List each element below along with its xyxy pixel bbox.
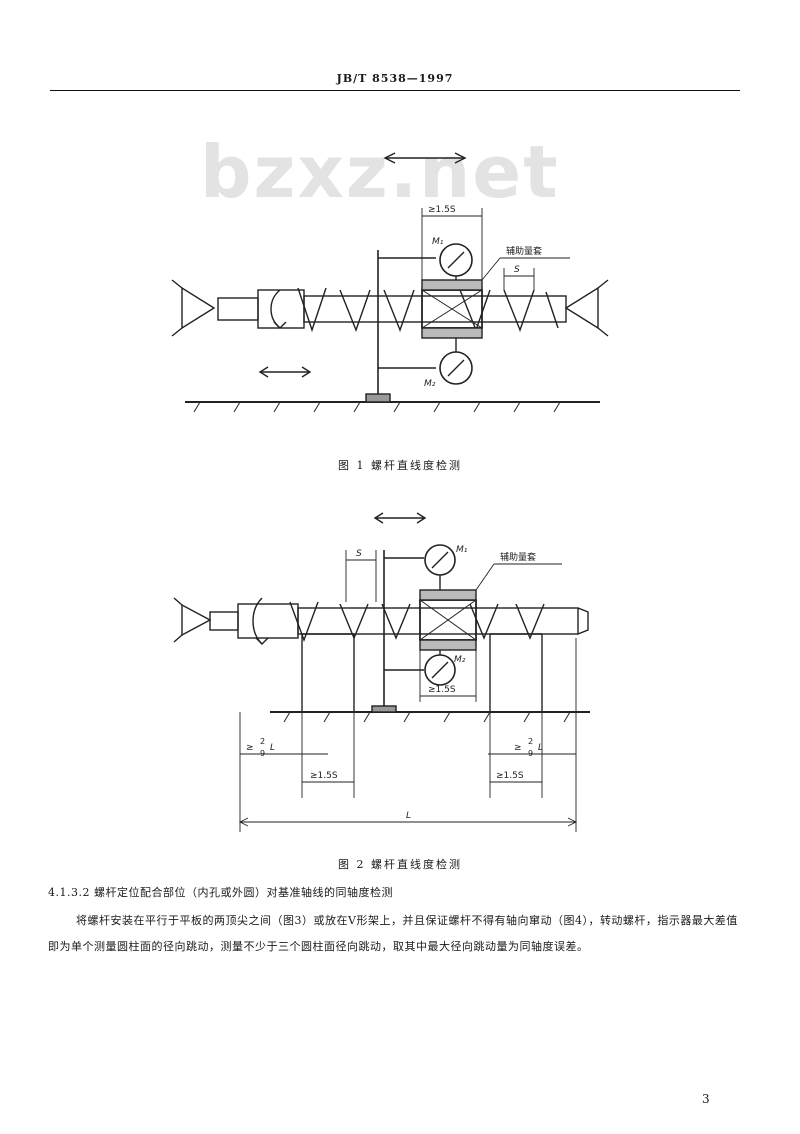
standard-number: JB/T 8538—1997 bbox=[336, 72, 454, 85]
fig1-s-label: S bbox=[514, 265, 520, 275]
fig2-s-label: S bbox=[356, 549, 362, 559]
fig2-dim-left-small: ≥1.5S bbox=[310, 771, 338, 781]
figure-2-caption: 图 2 螺杆直线度检测 bbox=[338, 858, 462, 871]
fig1-m2-label: M₂ bbox=[424, 379, 436, 389]
fig2-ge-left: ≥ bbox=[246, 743, 254, 753]
section-heading: 4.1.3.2 螺杆定位配合部位（内孔或外圆）对基准轴线的同轴度检测 bbox=[48, 886, 393, 899]
fig1-m1-label: M₁ bbox=[432, 237, 444, 247]
figure-1-caption: 图 1 螺杆直线度检测 bbox=[338, 459, 462, 472]
fig2-m2-label: M₂ bbox=[454, 655, 466, 665]
page-number: 3 bbox=[702, 1092, 710, 1106]
header-rule bbox=[50, 90, 740, 91]
section-paragraph: 将螺杆安装在平行于平板的两顶尖之间（图3）或放在V形架上，并且保证螺杆不得有轴向… bbox=[48, 914, 738, 953]
fig2-frac-num-left: 2 bbox=[260, 737, 265, 746]
fig2-aux-gauge-label: 辅助量套 bbox=[500, 551, 536, 563]
fig2-dim-right-small: ≥1.5S bbox=[496, 771, 524, 781]
fig2-frac-suffix-right: L bbox=[538, 743, 543, 753]
fig2-dim-mid: ≥1.5S bbox=[428, 685, 456, 695]
fig2-frac-num-right: 2 bbox=[528, 737, 533, 746]
fig2-frac-den-left: 9 bbox=[260, 749, 265, 758]
fig2-frac-suffix-left: L bbox=[270, 743, 275, 753]
fig2-ge-right: ≥ bbox=[514, 743, 522, 753]
fig2-total-L: L bbox=[406, 811, 411, 821]
fig2-m1-label: M₁ bbox=[456, 545, 468, 555]
figure-1-drawing: ≥1.5S 辅助量套 S M₁ M₂ bbox=[171, 152, 609, 413]
fig1-dim-top: ≥1.5S bbox=[428, 205, 456, 215]
watermark: bzxz.net bbox=[200, 130, 560, 214]
fig2-frac-den-right: 9 bbox=[528, 749, 533, 758]
figure-2-drawing: S M₁ M₂ 辅助量套 ≥1.5S ≥ 2 9 L ≥ 2 9 L ≥1.5S… bbox=[173, 512, 590, 832]
fig1-aux-gauge-label: 辅助量套 bbox=[506, 245, 542, 257]
